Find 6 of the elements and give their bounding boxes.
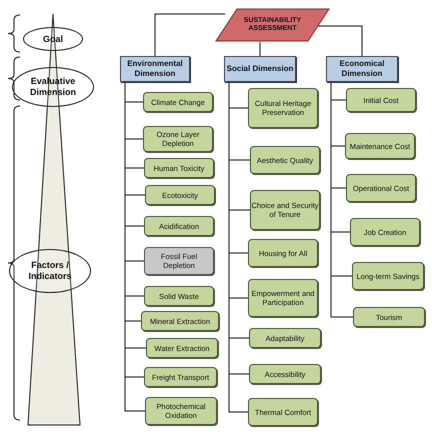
connector-line — [318, 26, 362, 56]
connector-line — [154, 14, 226, 56]
dimension-box: Social Dimension — [224, 56, 296, 82]
dimension-box: Environmental Dimension — [120, 56, 190, 82]
dimension-box: Economical Dimension — [326, 56, 398, 82]
connector-line — [330, 82, 354, 318]
